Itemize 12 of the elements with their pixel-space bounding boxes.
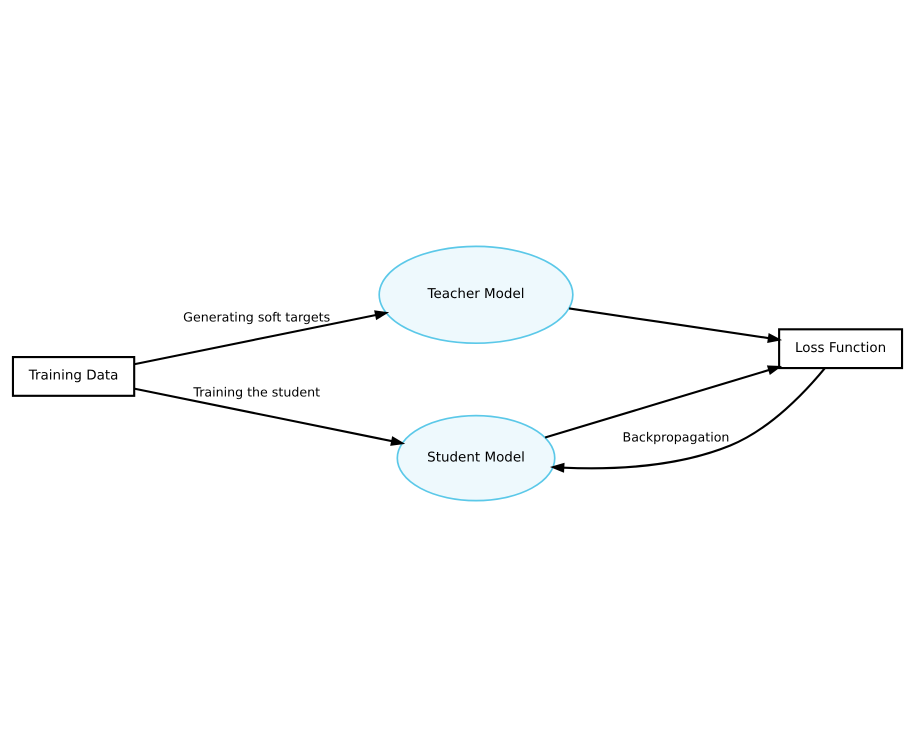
edge-label: Backpropagation (622, 429, 730, 444)
arrow (550, 368, 826, 473)
edge-label: Generating soft targets (183, 310, 330, 325)
node-box: Loss Function (778, 328, 904, 370)
node-box: Training Data (12, 356, 136, 397)
arrow (568, 307, 782, 343)
arrow (544, 365, 782, 439)
arrow (134, 388, 406, 446)
edge-label: Training the student (193, 384, 320, 400)
node-ellipse: Student Model (396, 414, 556, 502)
node-ellipse: Teacher Model (378, 246, 574, 344)
arrow (134, 310, 390, 366)
